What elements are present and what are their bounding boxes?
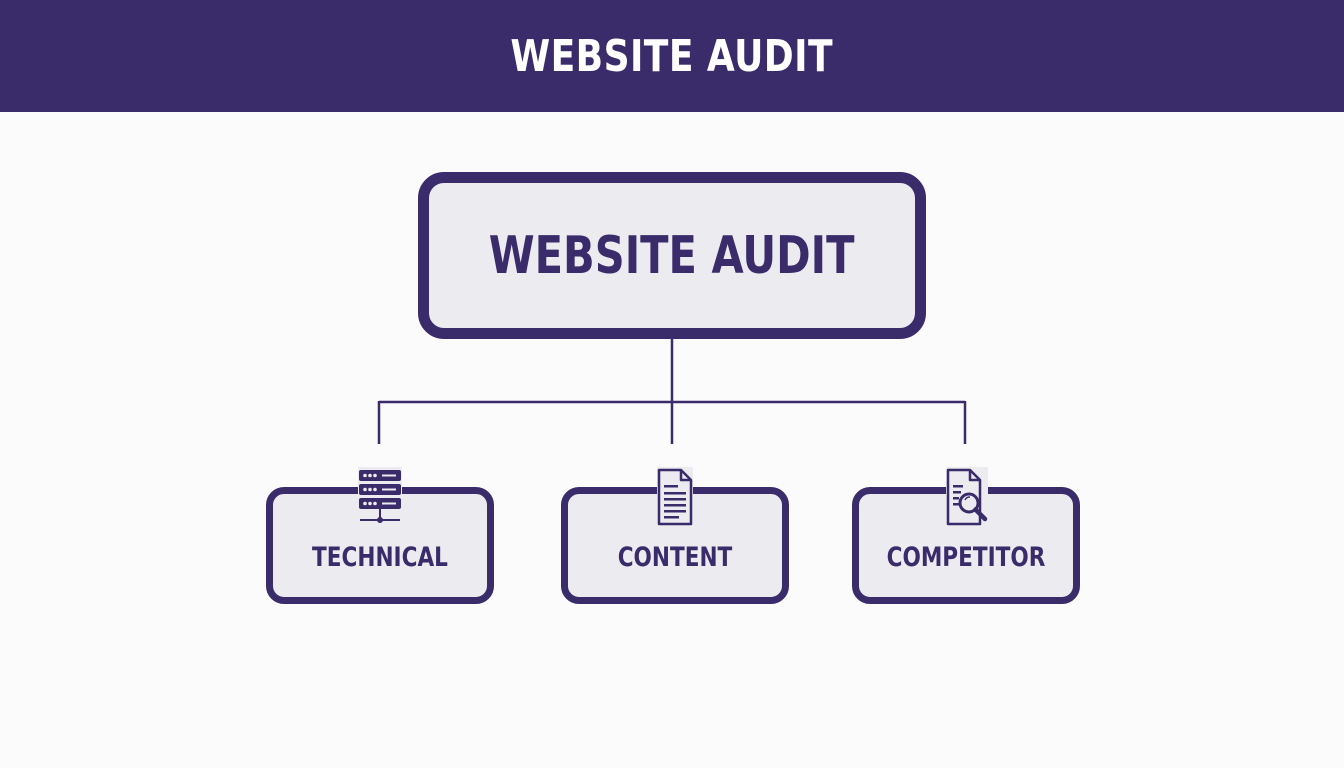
root-node-label: WEBSITE AUDIT [489,225,855,286]
node-content: CONTENT [561,467,789,604]
node-content-label: CONTENT [617,542,733,573]
document-search-icon [940,467,992,527]
node-competitor-label: COMPETITOR [886,542,1046,573]
node-technical-label: TECHNICAL [312,542,448,573]
header-bar: WEBSITE AUDIT [0,0,1344,112]
node-competitor: COMPETITOR [852,467,1080,604]
server-icon [354,467,406,527]
root-node: WEBSITE AUDIT [418,172,926,339]
page-title: WEBSITE AUDIT [510,30,834,82]
node-technical: TECHNICAL [266,467,494,604]
document-icon [649,467,701,527]
